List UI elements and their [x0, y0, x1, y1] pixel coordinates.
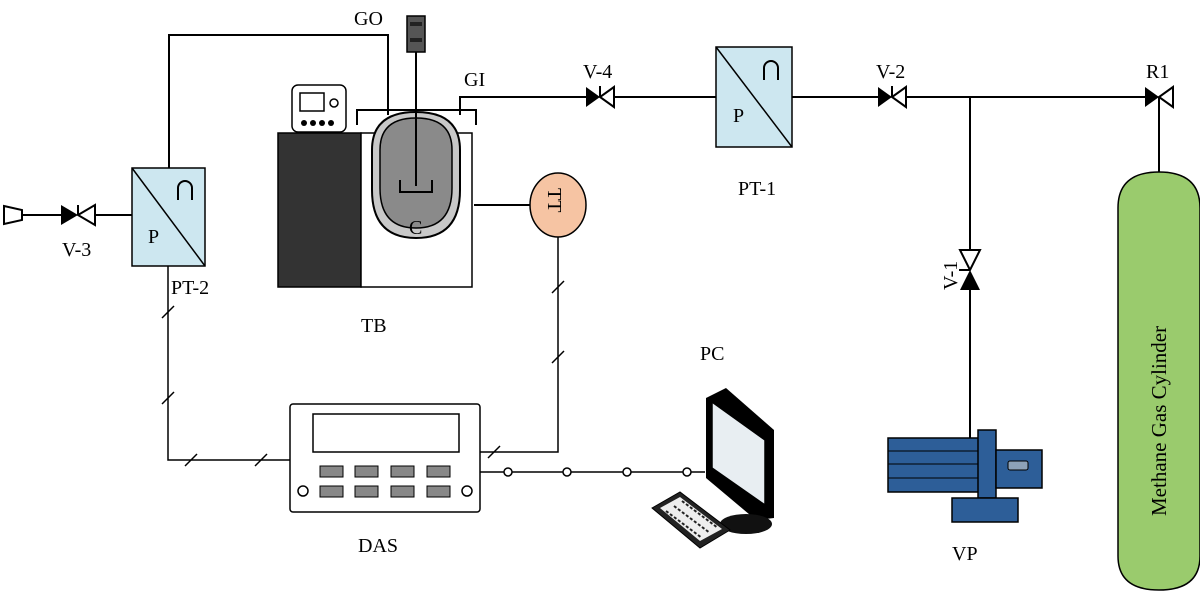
stirrer-motor — [406, 15, 426, 53]
valve-icon — [958, 249, 982, 290]
valve-icon — [586, 85, 615, 109]
valve-r1[interactable]: R1 — [1145, 61, 1174, 110]
gi-label: GI — [464, 69, 485, 91]
valve-v4[interactable]: V-4 — [583, 61, 615, 109]
pressure-transmitter-icon — [131, 167, 206, 267]
valve-v4-label: V-4 — [583, 61, 612, 83]
vacuum-pump: VP — [887, 429, 1043, 565]
bath-controller — [291, 84, 347, 133]
das-keypad — [319, 465, 451, 498]
bath-housing — [277, 132, 362, 288]
pressure-transmitter-pt2: P PT-2 — [131, 167, 209, 299]
link-node — [503, 467, 513, 477]
valve-v1-label: V-1 — [940, 261, 962, 290]
pc-label: PC — [700, 343, 724, 365]
tb-label: TB — [361, 315, 387, 337]
pressure-transmitter-icon — [715, 46, 793, 148]
keyboard-icon — [651, 491, 731, 549]
cylinder-label: Methane Gas Cylinder — [1147, 326, 1171, 516]
vent-icon — [3, 204, 23, 226]
pt2-p-symbol: P — [148, 226, 159, 248]
go-label: GO — [354, 8, 383, 30]
pt2-label: PT-2 — [171, 277, 209, 299]
link-node — [622, 467, 632, 477]
reactor-cell: C — [371, 15, 461, 240]
reactor-c-label: C — [409, 217, 422, 239]
das-label: DAS — [358, 535, 398, 557]
vacuum-pump-icon — [887, 429, 1043, 523]
das-display — [312, 413, 460, 453]
valve-v1[interactable]: V-1 — [940, 249, 982, 290]
pt1-label: PT-1 — [738, 178, 776, 200]
vp-label: VP — [952, 543, 978, 565]
link-node — [682, 467, 692, 477]
monitor-icon — [706, 388, 774, 534]
link-node — [562, 467, 572, 477]
valve-v3-label: V-3 — [62, 239, 91, 261]
computer: PC — [651, 343, 774, 549]
pt1-p-symbol: P — [733, 105, 744, 127]
pressure-transmitter-pt1: P PT-1 — [715, 46, 793, 200]
signal-lines — [161, 236, 705, 477]
temperature-transmitter: TT — [529, 172, 587, 238]
valve-v2[interactable]: V-2 — [876, 61, 907, 109]
valve-v2-label: V-2 — [876, 61, 905, 83]
valve-icon — [1145, 85, 1174, 110]
valve-v3[interactable]: V-3 — [61, 203, 96, 261]
valve-icon — [61, 203, 96, 227]
data-acquisition-system: DAS — [289, 403, 481, 557]
valve-r1-label: R1 — [1146, 61, 1169, 83]
methane-cylinder: Methane Gas Cylinder — [1117, 171, 1200, 591]
tt-label: TT — [543, 188, 565, 212]
thermometer-icon — [529, 172, 587, 238]
valve-icon — [878, 85, 907, 109]
